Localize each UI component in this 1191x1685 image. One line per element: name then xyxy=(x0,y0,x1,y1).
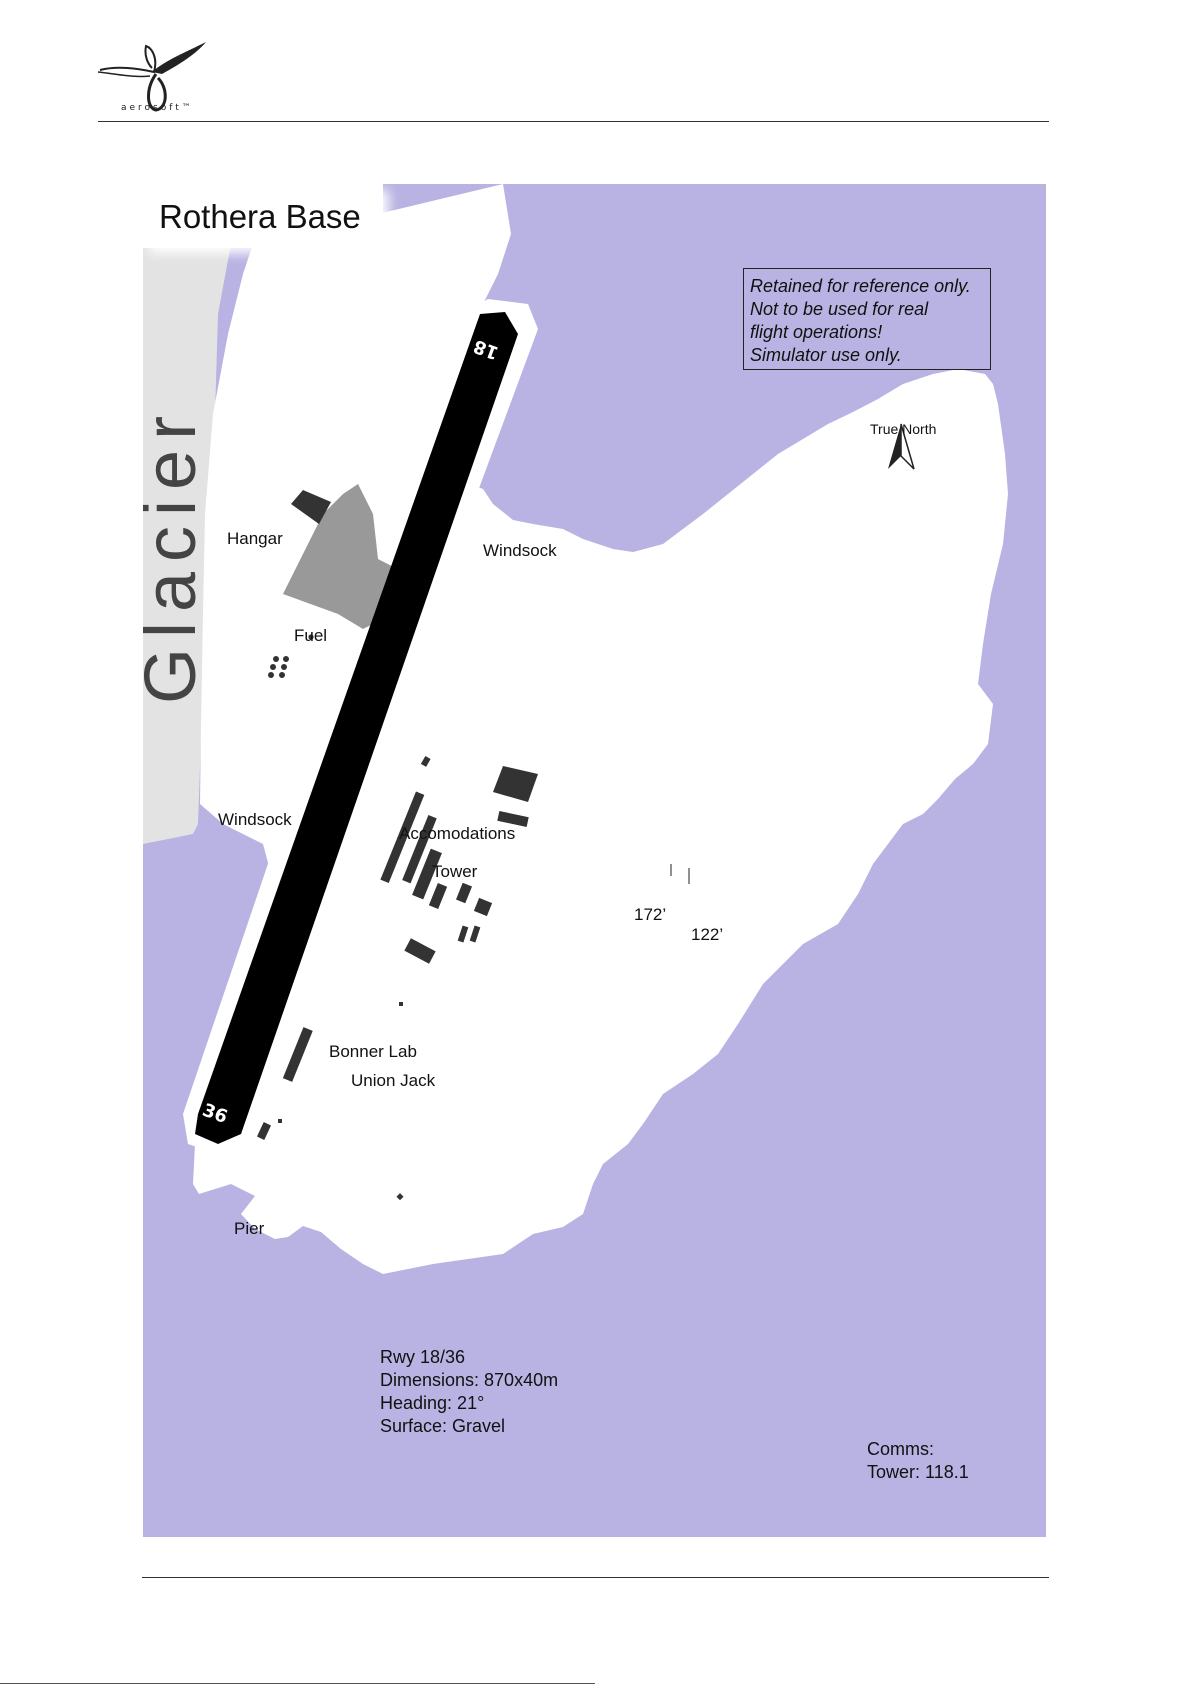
building xyxy=(428,883,448,909)
fuel-tank-marker xyxy=(308,634,314,640)
union-jack-label: Union Jack xyxy=(351,1071,436,1090)
bonner-lab-label: Bonner Lab xyxy=(329,1042,417,1061)
comms-line: Tower: 118.1 xyxy=(867,1462,969,1482)
logo-text: aerosoft™ xyxy=(121,103,194,113)
aerosoft-logo xyxy=(97,42,206,112)
map-title: Rothera Base xyxy=(159,198,361,235)
building xyxy=(420,756,431,767)
footer-rule xyxy=(142,1577,1049,1578)
building xyxy=(497,810,529,828)
glacier-area xyxy=(143,184,233,844)
building xyxy=(469,925,481,943)
runway-info-line: Surface: Gravel xyxy=(380,1416,506,1436)
tower-building xyxy=(412,848,442,900)
buildings xyxy=(256,490,538,1201)
runway xyxy=(195,312,518,1144)
building xyxy=(493,766,538,802)
runway-info-line: Heading: 21° xyxy=(380,1393,485,1413)
pier-label: Pier xyxy=(234,1219,265,1238)
building xyxy=(256,1122,272,1140)
building xyxy=(473,897,493,917)
land-area xyxy=(193,184,1008,1274)
comms-info: Comms: Tower: 118.1 xyxy=(867,1438,969,1484)
map-canvas: 18 36 xyxy=(143,184,1046,1537)
windsock-east-label: Windsock xyxy=(483,541,557,560)
title-box: Rothera Base xyxy=(143,184,383,248)
building xyxy=(402,815,437,884)
runway-info-line: Rwy 18/36 xyxy=(380,1347,466,1367)
runway-info: Rwy 18/36 Dimensions: 870x40m Heading: 2… xyxy=(380,1346,558,1438)
building xyxy=(457,925,469,943)
building xyxy=(399,1002,403,1006)
glacier-label: Glacier xyxy=(143,406,211,704)
airport-map: 18 36 xyxy=(143,184,1046,1537)
tower-label: Tower xyxy=(432,862,478,881)
disclaimer-line: Simulator use only. xyxy=(750,345,902,365)
disclaimer-box: Retained for reference only. Not to be u… xyxy=(743,268,991,370)
north-arrow-icon xyxy=(888,423,915,470)
comms-line: Comms: xyxy=(867,1439,934,1459)
hangar-label: Hangar xyxy=(227,529,283,548)
page-bottom-rule xyxy=(0,1683,595,1684)
building xyxy=(404,938,436,964)
accomodations-label: Accomodations xyxy=(399,824,516,843)
disclaimer-line: Retained for reference only. xyxy=(750,276,971,296)
accomodations-building xyxy=(380,791,425,884)
disclaimer-line: flight operations! xyxy=(750,322,883,342)
elevation-label: 172’ xyxy=(634,905,667,924)
runway-info-line: Dimensions: 870x40m xyxy=(380,1370,559,1390)
building xyxy=(455,882,473,904)
elevation-label: 122’ xyxy=(691,925,724,944)
header-rule xyxy=(98,121,1049,122)
north-label: True North xyxy=(870,421,937,437)
disclaimer-line: Not to be used for real xyxy=(750,299,929,319)
windsock-west-label: Windsock xyxy=(218,810,292,829)
hangar-building xyxy=(291,490,331,524)
building xyxy=(396,1193,404,1201)
building xyxy=(278,1119,282,1123)
fuel-label: Fuel xyxy=(294,626,328,645)
fuel-tank xyxy=(273,656,279,662)
apron xyxy=(283,484,403,629)
bonner-lab-building xyxy=(282,1027,313,1082)
